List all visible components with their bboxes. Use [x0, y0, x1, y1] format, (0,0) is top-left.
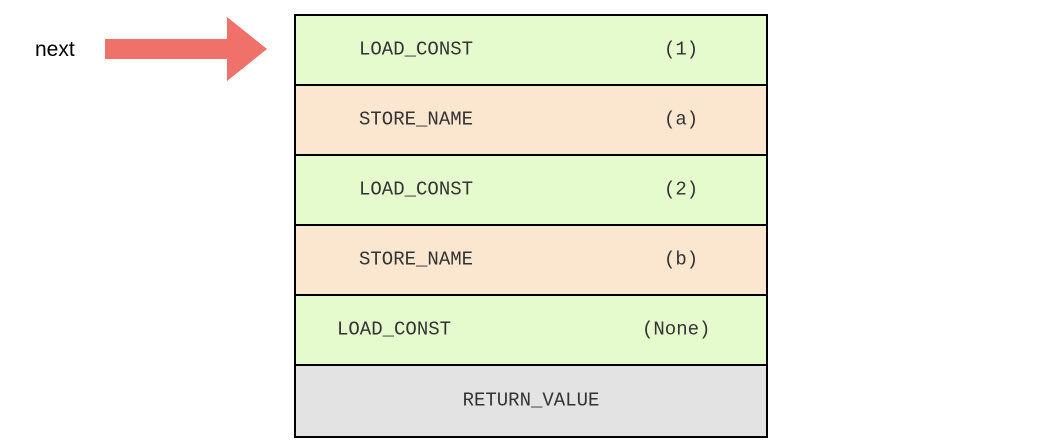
instruction-row: RETURN_VALUE — [296, 366, 766, 436]
instruction-opname: LOAD_CONST — [359, 178, 474, 201]
instruction-row: LOAD_CONST (None) — [296, 296, 766, 366]
instruction-stack: LOAD_CONST (1) STORE_NAME (a) LOAD_CONST… — [294, 14, 768, 438]
instruction-arg: (1) — [664, 38, 699, 61]
instruction-row: STORE_NAME (b) — [296, 226, 766, 296]
instruction-row: LOAD_CONST (2) — [296, 156, 766, 226]
instruction-arg: (b) — [664, 248, 699, 271]
instruction-opname: STORE_NAME — [359, 108, 474, 131]
arrow-shape — [105, 17, 267, 81]
instruction-opname: LOAD_CONST — [337, 318, 452, 341]
instruction-opname: LOAD_CONST — [359, 38, 474, 61]
instruction-row: STORE_NAME (a) — [296, 86, 766, 156]
instruction-opname: STORE_NAME — [359, 248, 474, 271]
instruction-opname: RETURN_VALUE — [462, 389, 600, 412]
right-arrow-icon — [105, 17, 267, 81]
instruction-arg: (None) — [642, 318, 711, 341]
next-pointer-label: next — [35, 38, 75, 61]
instruction-row: LOAD_CONST (1) — [296, 16, 766, 86]
instruction-arg: (a) — [664, 108, 699, 131]
instruction-arg: (2) — [664, 178, 699, 201]
